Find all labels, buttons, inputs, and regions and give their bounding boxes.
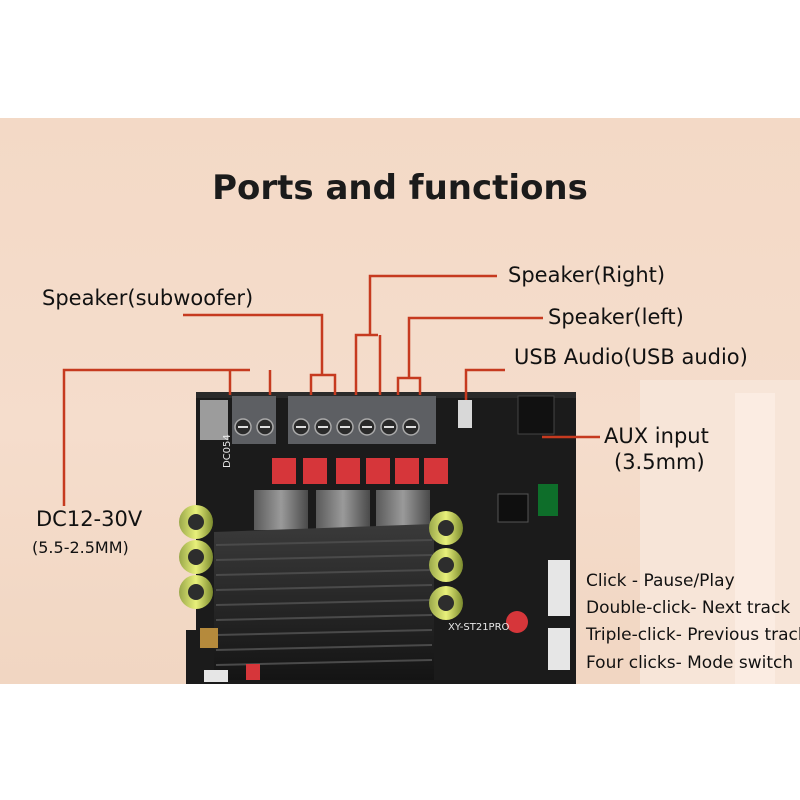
board-components	[200, 395, 570, 682]
label-dc-power: DC12-30V	[36, 507, 143, 531]
inductors	[254, 490, 430, 530]
connector-marking: DC054	[222, 434, 233, 468]
heat-sink	[214, 524, 434, 680]
leader-lines	[62, 274, 600, 506]
label-speaker-right: Speaker(Right)	[508, 263, 666, 287]
film-capacitors	[272, 458, 448, 484]
background-shape	[735, 393, 775, 684]
board-model-marking: XY-ST21PRO	[448, 622, 510, 633]
button-function-double-click: Double-click- Next track	[586, 598, 791, 618]
button-function-triple-click: Triple-click- Previous track	[586, 625, 800, 645]
label-dc-plug: (5.5-2.5MM)	[32, 538, 129, 557]
label-usb-audio: USB Audio(USB audio)	[514, 345, 748, 369]
electrolytic-capacitors	[179, 505, 528, 633]
label-speaker-subwoofer: Speaker(subwoofer)	[42, 286, 254, 310]
label-speaker-left: Speaker(left)	[548, 305, 684, 329]
terminal-blocks	[200, 396, 472, 444]
label-aux-size: (3.5mm)	[614, 450, 705, 474]
page-title: Ports and functions	[212, 168, 588, 208]
button-function-click: Click - Pause/Play	[586, 571, 735, 591]
label-aux-input: AUX input	[604, 424, 709, 448]
button-function-four-clicks: Four clicks- Mode switch	[586, 653, 794, 673]
